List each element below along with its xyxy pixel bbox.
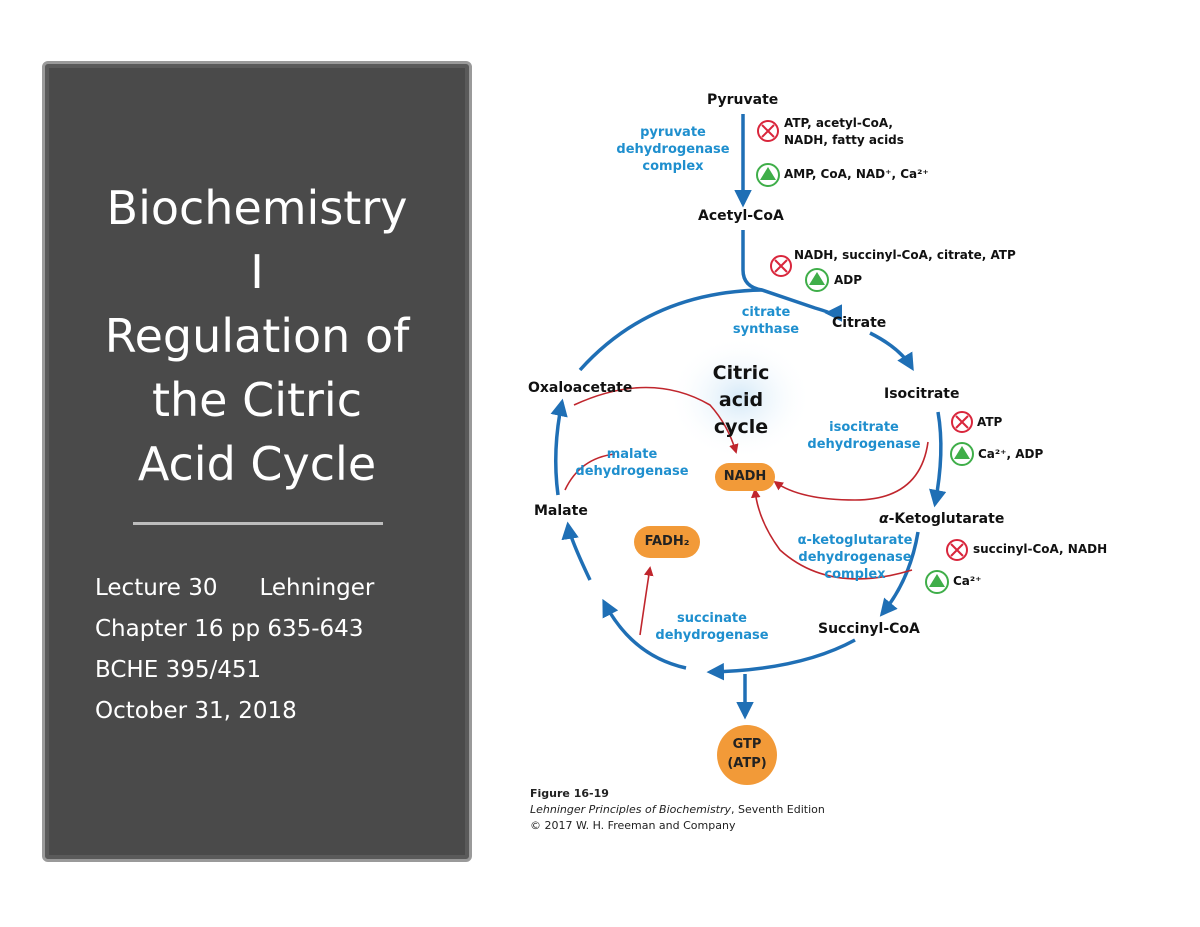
pdh-enzyme-label: pyruvate dehydrogenase complex (615, 124, 731, 175)
malate-label: Malate (534, 503, 588, 519)
enzyme-line: dehydrogenase (798, 550, 912, 565)
cycle-center-label: Citric acid cycle (706, 360, 776, 441)
mdh-nadh-curve (564, 453, 616, 491)
slide-subtitle: Lecture 30 Lehninger Chapter 16 pp 635-64… (95, 568, 374, 732)
citrate-synthase-label: citrate synthase (726, 304, 806, 338)
textbook-name: Lehninger (259, 575, 375, 601)
cs-activator-list: ADP (834, 273, 863, 287)
chapter-line: Chapter 16 pp 635-643 (95, 616, 364, 642)
slide-title: Biochemistry I Regulation of the Citric … (45, 176, 469, 496)
akgdh-nadh-arrow (750, 488, 913, 580)
lecture-line: Lecture 30 Lehninger (95, 568, 374, 609)
succinyl-coa-label: Succinyl-CoA (818, 621, 920, 637)
nadh-product: NADH (715, 463, 775, 491)
isocitrate-to-ketoglutarate-arrow (929, 411, 947, 508)
title-line: Regulation of (104, 309, 410, 363)
figure-caption: Figure 16-19 Lehninger Principles of Bio… (530, 786, 825, 834)
gtp-line: GTP (732, 737, 762, 752)
book-line: Lehninger Principles of Biochemistry, Se… (530, 802, 825, 818)
pdh-inhibitor-list: ATP, acetyl-CoA, NADH, fatty acids (784, 115, 904, 149)
akgdh-enzyme-label: α-ketoglutarate dehydrogenase complex (793, 532, 917, 583)
enzyme-line: dehydrogenase (655, 628, 769, 643)
succinyl-coa-to-succinate-arrow (706, 638, 856, 681)
idh-inhibitor-list: ATP (977, 415, 1003, 429)
mdh-nadh-arrow (573, 386, 739, 454)
copyright-line: © 2017 W. H. Freeman and Company (530, 819, 736, 832)
fumarate-to-malate-arrow (561, 521, 592, 581)
akgdh-inhibitor-list: succinyl-CoA, NADH (973, 542, 1108, 556)
cycle-center-glow (668, 336, 812, 460)
gtp-line: (ATP) (727, 756, 767, 771)
enzyme-line: isocitrate (829, 420, 899, 435)
green-triangle-icon (756, 163, 780, 187)
title-line: the Citric (151, 373, 363, 427)
malate-to-oxaloacetate-arrow (550, 398, 568, 496)
enzyme-line: malate (606, 447, 658, 462)
circled-x-icon (951, 411, 973, 433)
enzyme-line: pyruvate (640, 125, 706, 140)
idh-activator-list: Ca²⁺, ADP (978, 447, 1044, 461)
title-divider (133, 522, 383, 525)
idh-enzyme-label: isocitrate dehydrogenase (804, 419, 924, 453)
enzyme-line: dehydrogenase (807, 437, 921, 452)
enzyme-line: citrate (741, 305, 791, 320)
oxaloacetate-to-citrate-arrow (578, 288, 763, 372)
ketoglutarate-to-succinyl-coa-arrow (879, 531, 920, 617)
enzyme-line: succinate (677, 611, 747, 626)
green-triangle-icon (925, 570, 949, 594)
gtp-product: GTP (ATP) (717, 725, 777, 785)
citric-acid-cycle-figure: Citric acid cycle Pyruvate Acetyl-CoA Ci… (500, 80, 1180, 850)
circled-x-icon (757, 120, 779, 142)
enzyme-line: complex (824, 567, 886, 582)
ketoglutarate-label: α-Ketoglutarate (879, 511, 1004, 527)
title-line: Acid Cycle (137, 437, 377, 491)
oxaloacetate-label: Oxaloacetate (528, 380, 633, 396)
pdh-activator-list: AMP, CoA, NAD⁺, Ca²⁺ (784, 167, 929, 181)
figure-number: Figure 16-19 (530, 787, 609, 800)
effector-line: NADH, fatty acids (784, 133, 904, 147)
cycle-diagram (550, 114, 974, 720)
circled-x-icon (946, 539, 968, 561)
citrate-to-isocitrate-arrow (869, 331, 914, 372)
ketoglutarate-prefix: α (879, 511, 889, 527)
center-label-line: cycle (713, 416, 769, 438)
course-line: BCHE 395/451 (95, 657, 262, 683)
pyruvate-label: Pyruvate (707, 92, 779, 108)
acetyl-coa-label: Acetyl-CoA (698, 208, 784, 224)
title-panel: Biochemistry I Regulation of the Citric … (42, 61, 472, 862)
enzyme-line: dehydrogenase (575, 464, 689, 479)
enzyme-line: synthase (732, 322, 800, 337)
idh-nadh-arrow (773, 441, 929, 501)
enzyme-line: α-ketoglutarate (797, 533, 913, 548)
title-line: Biochemistry (106, 181, 408, 235)
enzyme-line: complex (642, 159, 704, 174)
enzyme-line: dehydrogenase (616, 142, 730, 157)
center-label-line: acid (718, 389, 764, 411)
ketoglutarate-name: -Ketoglutarate (888, 511, 1005, 527)
isocitrate-label: Isocitrate (884, 386, 960, 402)
citrate-label: Citrate (832, 315, 887, 331)
succinate-to-fumarate-arrow (602, 598, 687, 670)
effector-line: ATP, acetyl-CoA, (784, 116, 893, 130)
center-label-line: Citric (712, 362, 770, 384)
title-line: I (250, 245, 264, 299)
circled-x-icon (770, 255, 792, 277)
mdh-enzyme-label: malate dehydrogenase (570, 446, 694, 480)
fadh2-product: FADH₂ (634, 526, 700, 558)
book-title: Lehninger Principles of Biochemistry (530, 803, 732, 816)
lecture-number: Lecture 30 (95, 575, 218, 601)
sdh-enzyme-label: succinate dehydrogenase (650, 610, 774, 644)
book-edition: , Seventh Edition (731, 803, 825, 816)
cs-inhibitor-list: NADH, succinyl-CoA, citrate, ATP (794, 248, 1016, 262)
green-triangle-icon (805, 268, 829, 292)
sdh-fadh2-arrow (639, 566, 654, 636)
date-line: October 31, 2018 (95, 698, 297, 724)
akgdh-activator-list: Ca²⁺ (953, 574, 982, 588)
green-triangle-icon (950, 442, 974, 466)
